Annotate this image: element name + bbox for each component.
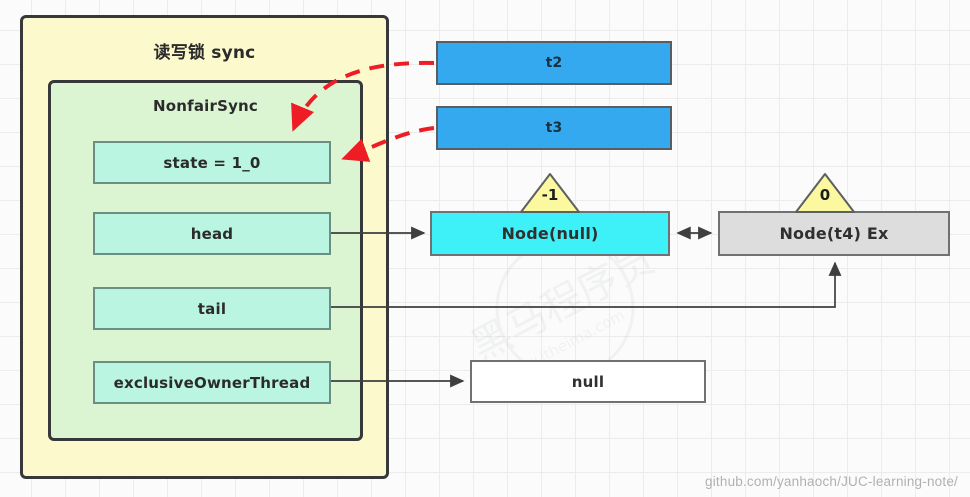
thread-box-t2: t2 [436,41,672,85]
nonfairsync-container-label: NonfairSync [152,97,259,115]
waitstatus-triangle-node-null: -1 [519,172,581,214]
queue-node-null: Node(null) [430,211,670,256]
waitstatus-triangle-node-t4: 0 [794,172,856,214]
owner-null-box: null [470,360,706,403]
field-head-label: head [190,224,234,243]
thread-box-t2-label: t2 [545,55,563,71]
field-state-label: state = 1_0 [163,153,261,172]
triangle-icon [520,173,580,213]
sync-container-label: 读写锁 sync [153,43,256,63]
thread-box-t3-label: t3 [545,120,563,136]
waitstatus-triangle-node-t4-label: 0 [819,186,831,204]
triangle-icon [795,173,855,213]
field-exclusive-owner-thread: exclusiveOwnerThread [93,361,331,404]
queue-node-null-label: Node(null) [501,224,599,243]
footer-attribution: github.com/yanhaoch/JUC-learning-note/ [705,474,958,489]
queue-node-t4-label: Node(t4) Ex [779,224,889,243]
thread-box-t3: t3 [436,106,672,150]
field-exclusive-owner-thread-label: exclusiveOwnerThread [113,373,311,392]
svg-text:黑马程序员: 黑马程序员 [464,236,662,371]
connector-tail-to-node-t4 [331,261,842,308]
field-tail: tail [93,287,331,330]
owner-null-box-label: null [571,372,605,391]
field-state: state = 1_0 [93,141,331,184]
field-tail-label: tail [197,299,227,318]
field-head: head [93,212,331,255]
queue-node-t4: Node(t4) Ex [718,211,950,256]
waitstatus-triangle-node-null-label: -1 [541,186,559,204]
